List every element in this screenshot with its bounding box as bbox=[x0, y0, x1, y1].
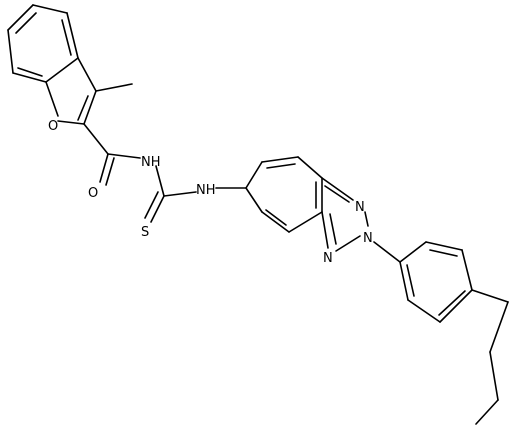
bond bbox=[373, 241, 401, 263]
bond bbox=[266, 163, 296, 169]
bond bbox=[45, 81, 59, 117]
bond bbox=[61, 19, 72, 56]
bond bbox=[399, 261, 409, 301]
bond bbox=[15, 12, 37, 34]
carbonyl-oxygen-label: O bbox=[88, 186, 98, 201]
bond bbox=[32, 4, 68, 14]
bond bbox=[471, 289, 509, 303]
bond bbox=[12, 72, 47, 83]
bond bbox=[7, 4, 34, 31]
bond bbox=[297, 156, 323, 179]
bond bbox=[429, 249, 458, 257]
bond bbox=[438, 290, 466, 316]
methyl-bond bbox=[95, 83, 133, 92]
bond bbox=[489, 301, 509, 353]
bond bbox=[261, 156, 299, 163]
bond bbox=[163, 191, 197, 197]
bond bbox=[489, 351, 499, 401]
bond bbox=[17, 67, 43, 77]
bond bbox=[364, 211, 369, 227]
bond bbox=[45, 57, 79, 83]
thio-sulfur-label: S bbox=[141, 225, 149, 240]
bond bbox=[324, 185, 350, 203]
bond bbox=[107, 153, 141, 159]
bond bbox=[461, 249, 473, 291]
triazole-n3-label: N bbox=[323, 251, 333, 266]
bond bbox=[105, 157, 115, 186]
bond bbox=[245, 187, 263, 213]
bond bbox=[150, 195, 165, 223]
bond bbox=[406, 264, 415, 297]
bond bbox=[407, 299, 441, 323]
bond bbox=[77, 57, 97, 92]
thiourea-group bbox=[144, 187, 247, 223]
thio-nh-label: NH bbox=[196, 183, 216, 198]
bond bbox=[475, 399, 499, 425]
bond bbox=[288, 211, 323, 233]
butyl-chain bbox=[471, 289, 509, 425]
bond bbox=[99, 153, 109, 183]
bond bbox=[7, 29, 14, 74]
bond bbox=[77, 95, 89, 121]
bond bbox=[66, 12, 79, 59]
bond bbox=[155, 165, 165, 197]
bond bbox=[245, 161, 263, 189]
benzofuran-benzene-ring bbox=[7, 4, 79, 83]
triazole-n1-label: N bbox=[355, 200, 365, 215]
phenyl-ring bbox=[373, 241, 473, 323]
amide-nh-label: NH bbox=[141, 155, 161, 170]
benzotriazole-benzene-ring bbox=[245, 156, 323, 233]
bond bbox=[57, 120, 85, 125]
bond bbox=[321, 211, 329, 249]
bond bbox=[425, 241, 463, 251]
triazole-n2-label: N bbox=[363, 231, 373, 246]
bond bbox=[439, 289, 473, 323]
bond bbox=[261, 211, 290, 233]
bond bbox=[329, 213, 337, 245]
bond bbox=[321, 177, 354, 201]
bond bbox=[83, 90, 97, 125]
bond bbox=[265, 209, 287, 226]
bond bbox=[144, 191, 159, 219]
triazole-ring bbox=[321, 177, 369, 252]
bond bbox=[335, 235, 361, 252]
furan-oxygen-label: O bbox=[48, 119, 58, 134]
benzofuran-furan-ring bbox=[45, 57, 133, 125]
bond bbox=[83, 123, 109, 155]
amide-group bbox=[83, 123, 165, 197]
bond bbox=[399, 241, 427, 263]
